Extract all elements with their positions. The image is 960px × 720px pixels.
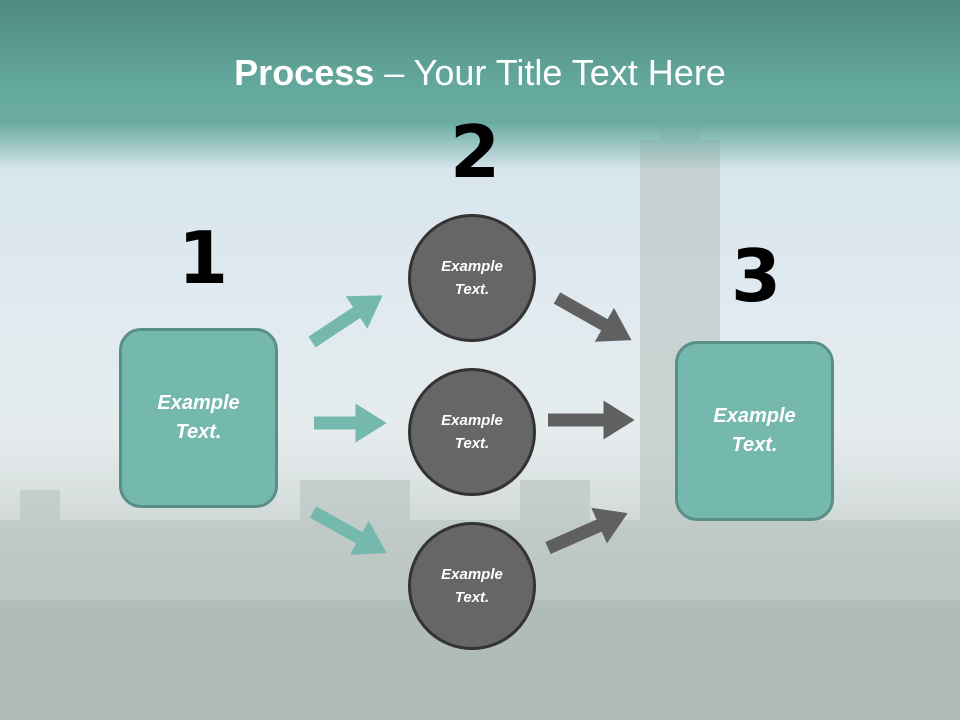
step-number-1: 1 [178,216,229,300]
title-bold: Process [234,52,375,93]
arrow-right-up [308,295,383,348]
arrow-gray-down [553,292,632,342]
arrow-gray-up [545,507,628,554]
arrow-right-down [309,506,387,555]
circle-3-text: Example Text. [441,566,503,606]
step-2-circle-2: Example Text. [408,368,536,496]
slide-title: Process – Your Title Text Here [0,52,960,94]
circle-2-text: Example Text. [441,412,503,452]
step-number-2: 2 [450,110,501,194]
step-number-3: 3 [731,234,782,318]
step-3-text: Example Text. [713,405,796,456]
step-2-circle-3: Example Text. [408,522,536,650]
step-1-text: Example Text. [157,392,240,443]
step-1-box: Example Text. [119,328,278,508]
header-band [0,0,960,170]
title-rest: – Your Title Text Here [374,52,726,93]
circle-1-text: Example Text. [441,258,503,298]
step-3-box: Example Text. [675,341,834,521]
step-2-circle-1: Example Text. [408,214,536,342]
